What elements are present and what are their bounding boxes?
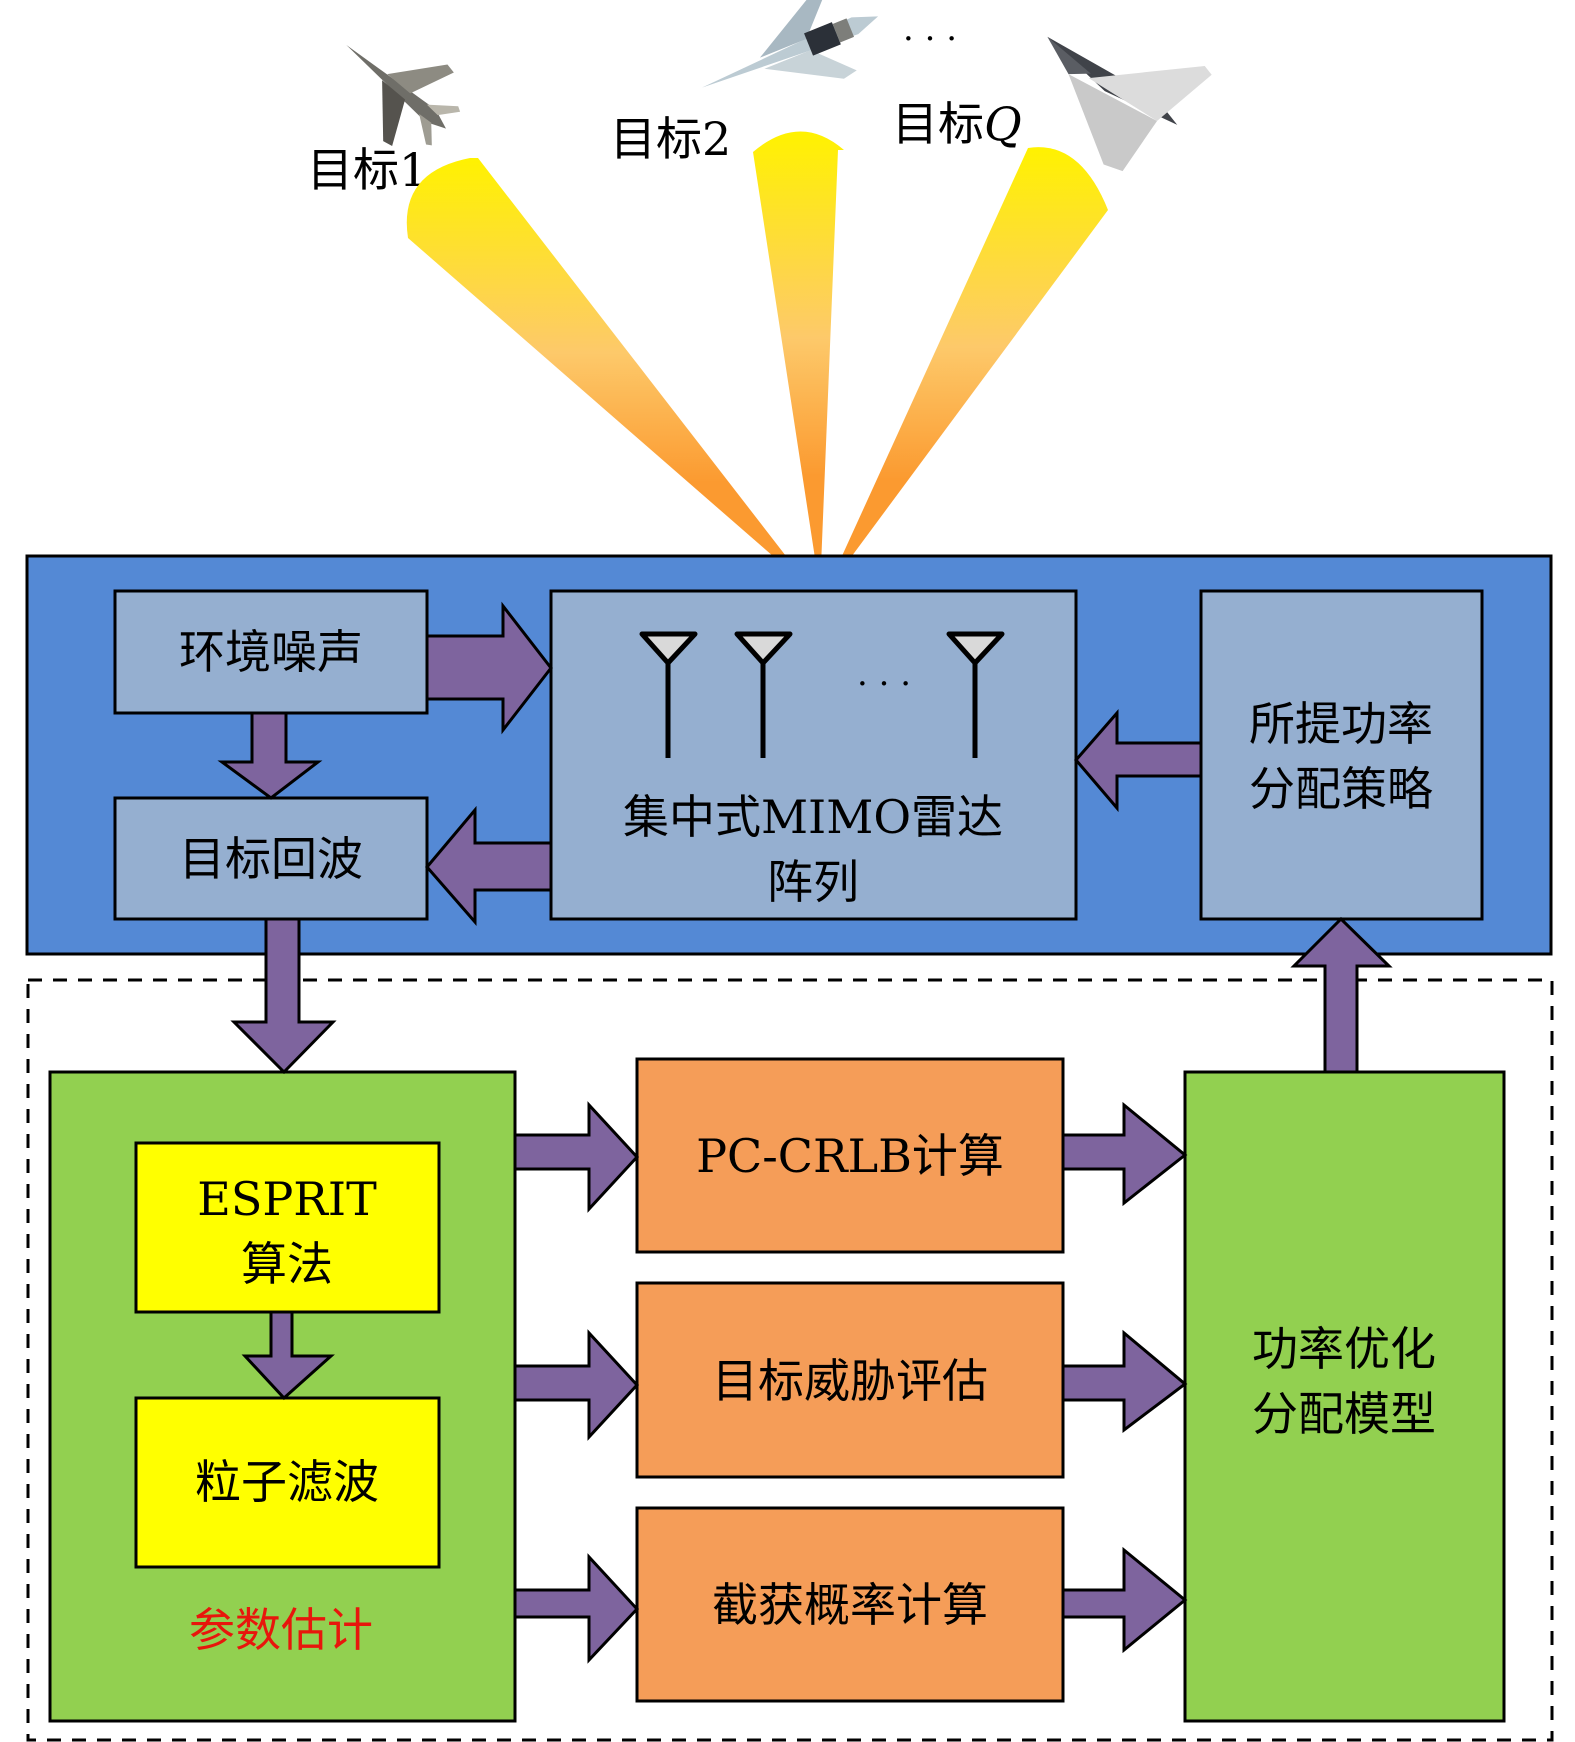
aircraft-q-icon — [1047, 36, 1212, 172]
arrow-right-icon — [513, 1553, 640, 1664]
noise-box — [113, 589, 429, 715]
optimization-model-label-line1: 功率优化 — [1252, 1322, 1436, 1376]
echo-box — [113, 796, 429, 921]
arrow-right-icon — [1061, 1546, 1188, 1654]
processing-region — [26, 978, 1554, 1742]
antenna-ellipsis: · · · — [857, 664, 911, 704]
optimization-model-label-line2: 分配模型 — [1252, 1387, 1436, 1441]
antenna-icon — [734, 631, 793, 758]
targets-ellipsis: · · · — [903, 19, 957, 59]
arrow-left-icon — [425, 805, 553, 926]
svg-text:目标2: 目标2 — [610, 112, 731, 166]
esprit-box-label-line1: ESPRIT — [197, 1172, 377, 1226]
aircraft-1-icon — [346, 45, 461, 147]
arrow-right-icon — [513, 1101, 640, 1213]
beam-2 — [753, 131, 844, 591]
power-optimization-model-box — [1183, 1070, 1506, 1723]
intercept-probability-label: 截获概率计算 — [712, 1578, 988, 1632]
beam-1 — [406, 158, 813, 591]
target-label-q: 目标Q — [892, 97, 1022, 151]
antenna-icon — [639, 631, 698, 758]
arrow-down-icon — [241, 1310, 335, 1401]
strategy-box-label-line1: 所提功率 — [1249, 697, 1433, 751]
mimo-box-label-line2: 阵列 — [767, 855, 859, 909]
arrow-down-icon — [230, 917, 337, 1075]
svg-text:目标Q: 目标Q — [892, 97, 1022, 151]
arrow-up-icon — [1290, 916, 1393, 1074]
arrow-right-icon — [513, 1329, 640, 1441]
arrow-left-icon — [1074, 708, 1203, 813]
power-allocation-strategy-box — [1199, 589, 1484, 921]
pc-crlb-box — [635, 1057, 1065, 1254]
arrow-down-icon — [217, 711, 323, 800]
particle-filter-box — [134, 1396, 441, 1569]
arrow-right-icon — [1061, 1101, 1188, 1207]
intercept-probability-box — [635, 1506, 1065, 1703]
mimo-box-label-line1: 集中式MIMO雷达 — [623, 790, 1003, 844]
noise-box-label: 环境噪声 — [179, 625, 363, 679]
svg-text:目标1: 目标1 — [307, 143, 428, 197]
arrow-right-icon — [425, 601, 553, 735]
arrow-right-icon — [1061, 1329, 1188, 1434]
beam-3 — [826, 147, 1108, 591]
threat-assessment-label: 目标威胁评估 — [712, 1354, 988, 1408]
strategy-box-label-line2: 分配策略 — [1249, 762, 1433, 816]
antenna-icon — [946, 631, 1005, 758]
esprit-box-label-line2: 算法 — [241, 1237, 333, 1291]
parameter-estimation-label: 参数估计 — [189, 1603, 373, 1657]
target-label-1: 目标1 — [307, 143, 428, 197]
pc-crlb-label: PC-CRLB计算 — [696, 1129, 1004, 1183]
esprit-box — [134, 1141, 441, 1314]
echo-box-label: 目标回波 — [179, 832, 363, 886]
radar-beams — [406, 131, 1108, 591]
particle-filter-label: 粒子滤波 — [195, 1455, 379, 1509]
aircraft-2-icon — [701, 0, 879, 88]
threat-assessment-box — [635, 1281, 1065, 1479]
target-label-2: 目标2 — [610, 112, 731, 166]
